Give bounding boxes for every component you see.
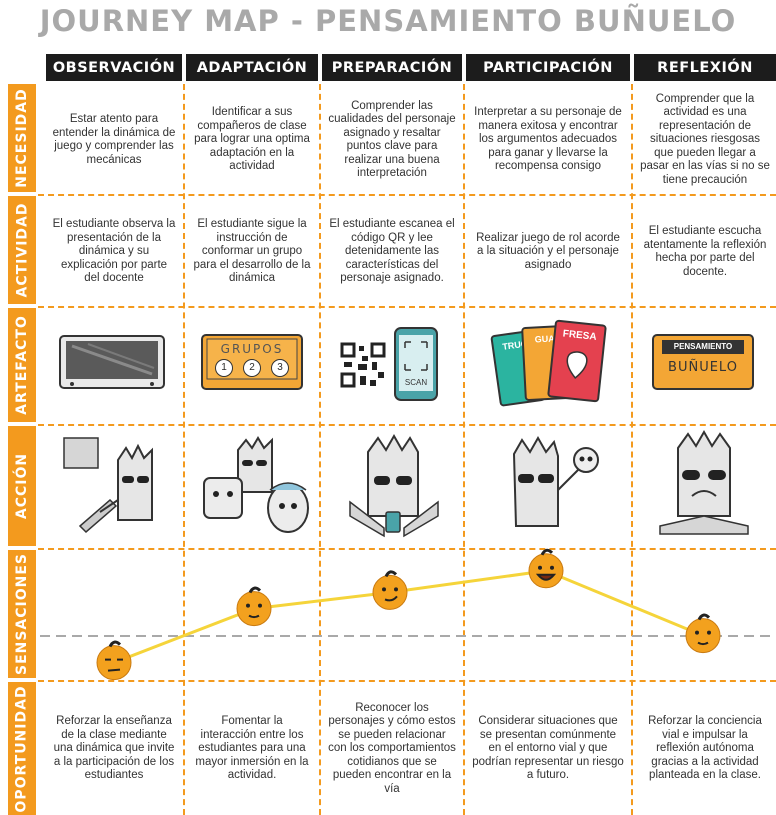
- sign-bottom-label: BUÑUELO: [668, 360, 738, 375]
- emotion-line: [113, 569, 704, 664]
- page-title: JOURNEY MAP - PENSAMIENTO BUÑUELO: [39, 4, 737, 38]
- column-header-observacion: OBSERVACIÓN: [46, 54, 182, 81]
- character-reflecting-illustration: [659, 429, 749, 535]
- grid-line: [38, 306, 776, 308]
- sign-top-label: PENSAMIENTO: [673, 342, 733, 351]
- emotion-face-calm-icon: [685, 613, 721, 654]
- actividad-cell: El estudiante escucha atentamente la ref…: [643, 225, 767, 278]
- grid-line: [183, 84, 185, 815]
- column-header-preparacion: PREPARACIÓN: [322, 54, 462, 81]
- row-label-accion: ACCIÓN: [8, 426, 36, 546]
- pensamiento-bunuelo-sign: PENSAMIENTO BUÑUELO: [652, 334, 754, 390]
- emotion-curve: [40, 548, 776, 681]
- emotion-face-smirk-icon: [372, 570, 408, 610]
- actividad-cell: Realizar juego de rol acorde a la situac…: [476, 231, 620, 271]
- grupos-numbers: 1 2 3: [215, 359, 289, 377]
- emotion-face-happy-icon: [528, 548, 564, 589]
- oportunidad-cell: Reforzar la conciencia vial e impulsar l…: [648, 715, 762, 782]
- character-reading-phone-illustration: [349, 433, 439, 538]
- necesidad-cell: Estar atento para entender la dinámica d…: [52, 113, 176, 166]
- row-label-oportunidad: OPORTUNIDAD: [8, 682, 36, 815]
- necesidad-cell: Comprender las cualidades del personaje …: [328, 99, 456, 180]
- character-with-skull-illustration: [512, 435, 599, 527]
- necesidad-cell: Comprender que la actividad es una repre…: [640, 92, 770, 186]
- strawberry-icon: [566, 351, 588, 379]
- row-label-artefacto: ARTEFACTO: [8, 308, 36, 422]
- group-number: 3: [271, 359, 289, 377]
- grid-line: [319, 84, 321, 815]
- row-label-sensaciones: SENSACIONES: [8, 550, 36, 678]
- oportunidad-cell: Reforzar la enseñanza de la clase median…: [53, 715, 175, 782]
- oportunidad-cell: Fomentar la interacción entre los estudi…: [195, 715, 309, 782]
- actividad-cell: El estudiante escanea el código QR y lee…: [329, 218, 455, 285]
- presentation-screen-illustration: [59, 335, 165, 389]
- characters-group-illustration: [203, 436, 309, 533]
- phone-icon: [394, 327, 438, 401]
- row-label-necesidad: NECESIDAD: [8, 84, 36, 192]
- oportunidad-cell: Reconocer los personajes y cómo estos se…: [328, 701, 456, 795]
- column-header-adaptacion: ADAPTACIÓN: [186, 54, 318, 81]
- group-number: 1: [215, 359, 233, 377]
- necesidad-cell: Identificar a sus compañeros de clase pa…: [194, 106, 310, 173]
- column-header-participacion: PARTICIPACIÓN: [466, 54, 630, 81]
- group-number: 2: [243, 359, 261, 377]
- actividad-cell: El estudiante observa la presentación de…: [52, 218, 176, 285]
- phone-scan-illustration: SCAN: [393, 326, 439, 402]
- grid-line: [38, 194, 776, 196]
- qr-code-icon: [340, 342, 386, 388]
- grid-line: [38, 424, 776, 426]
- actividad-cell: El estudiante sigue la instrucción de co…: [193, 218, 311, 285]
- grid-line: [38, 680, 776, 682]
- oportunidad-cell: Considerar situaciones que se presentan …: [472, 715, 624, 782]
- sign-frame: [652, 334, 754, 390]
- card-fresa: FRESA: [547, 319, 607, 403]
- grupos-screen-illustration: GRUPOS 1 2 3: [201, 334, 303, 390]
- necesidad-cell: Interpretar a su personaje de manera exi…: [474, 106, 622, 173]
- scan-label: SCAN: [404, 378, 428, 387]
- character-observing-illustration: [63, 437, 153, 534]
- grid-line: [463, 84, 465, 815]
- grid-line: [38, 548, 776, 550]
- grupos-label: GRUPOS: [220, 342, 284, 356]
- emotion-face-neutral-icon: [236, 586, 272, 627]
- emotion-face-bored-icon: [96, 640, 132, 681]
- row-label-actividad: ACTIVIDAD: [8, 196, 36, 304]
- character-cards-illustration: TRUC GUA FRESA: [490, 319, 607, 407]
- grid-line: [631, 84, 633, 815]
- column-header-reflexion: REFLEXIÓN: [634, 54, 776, 81]
